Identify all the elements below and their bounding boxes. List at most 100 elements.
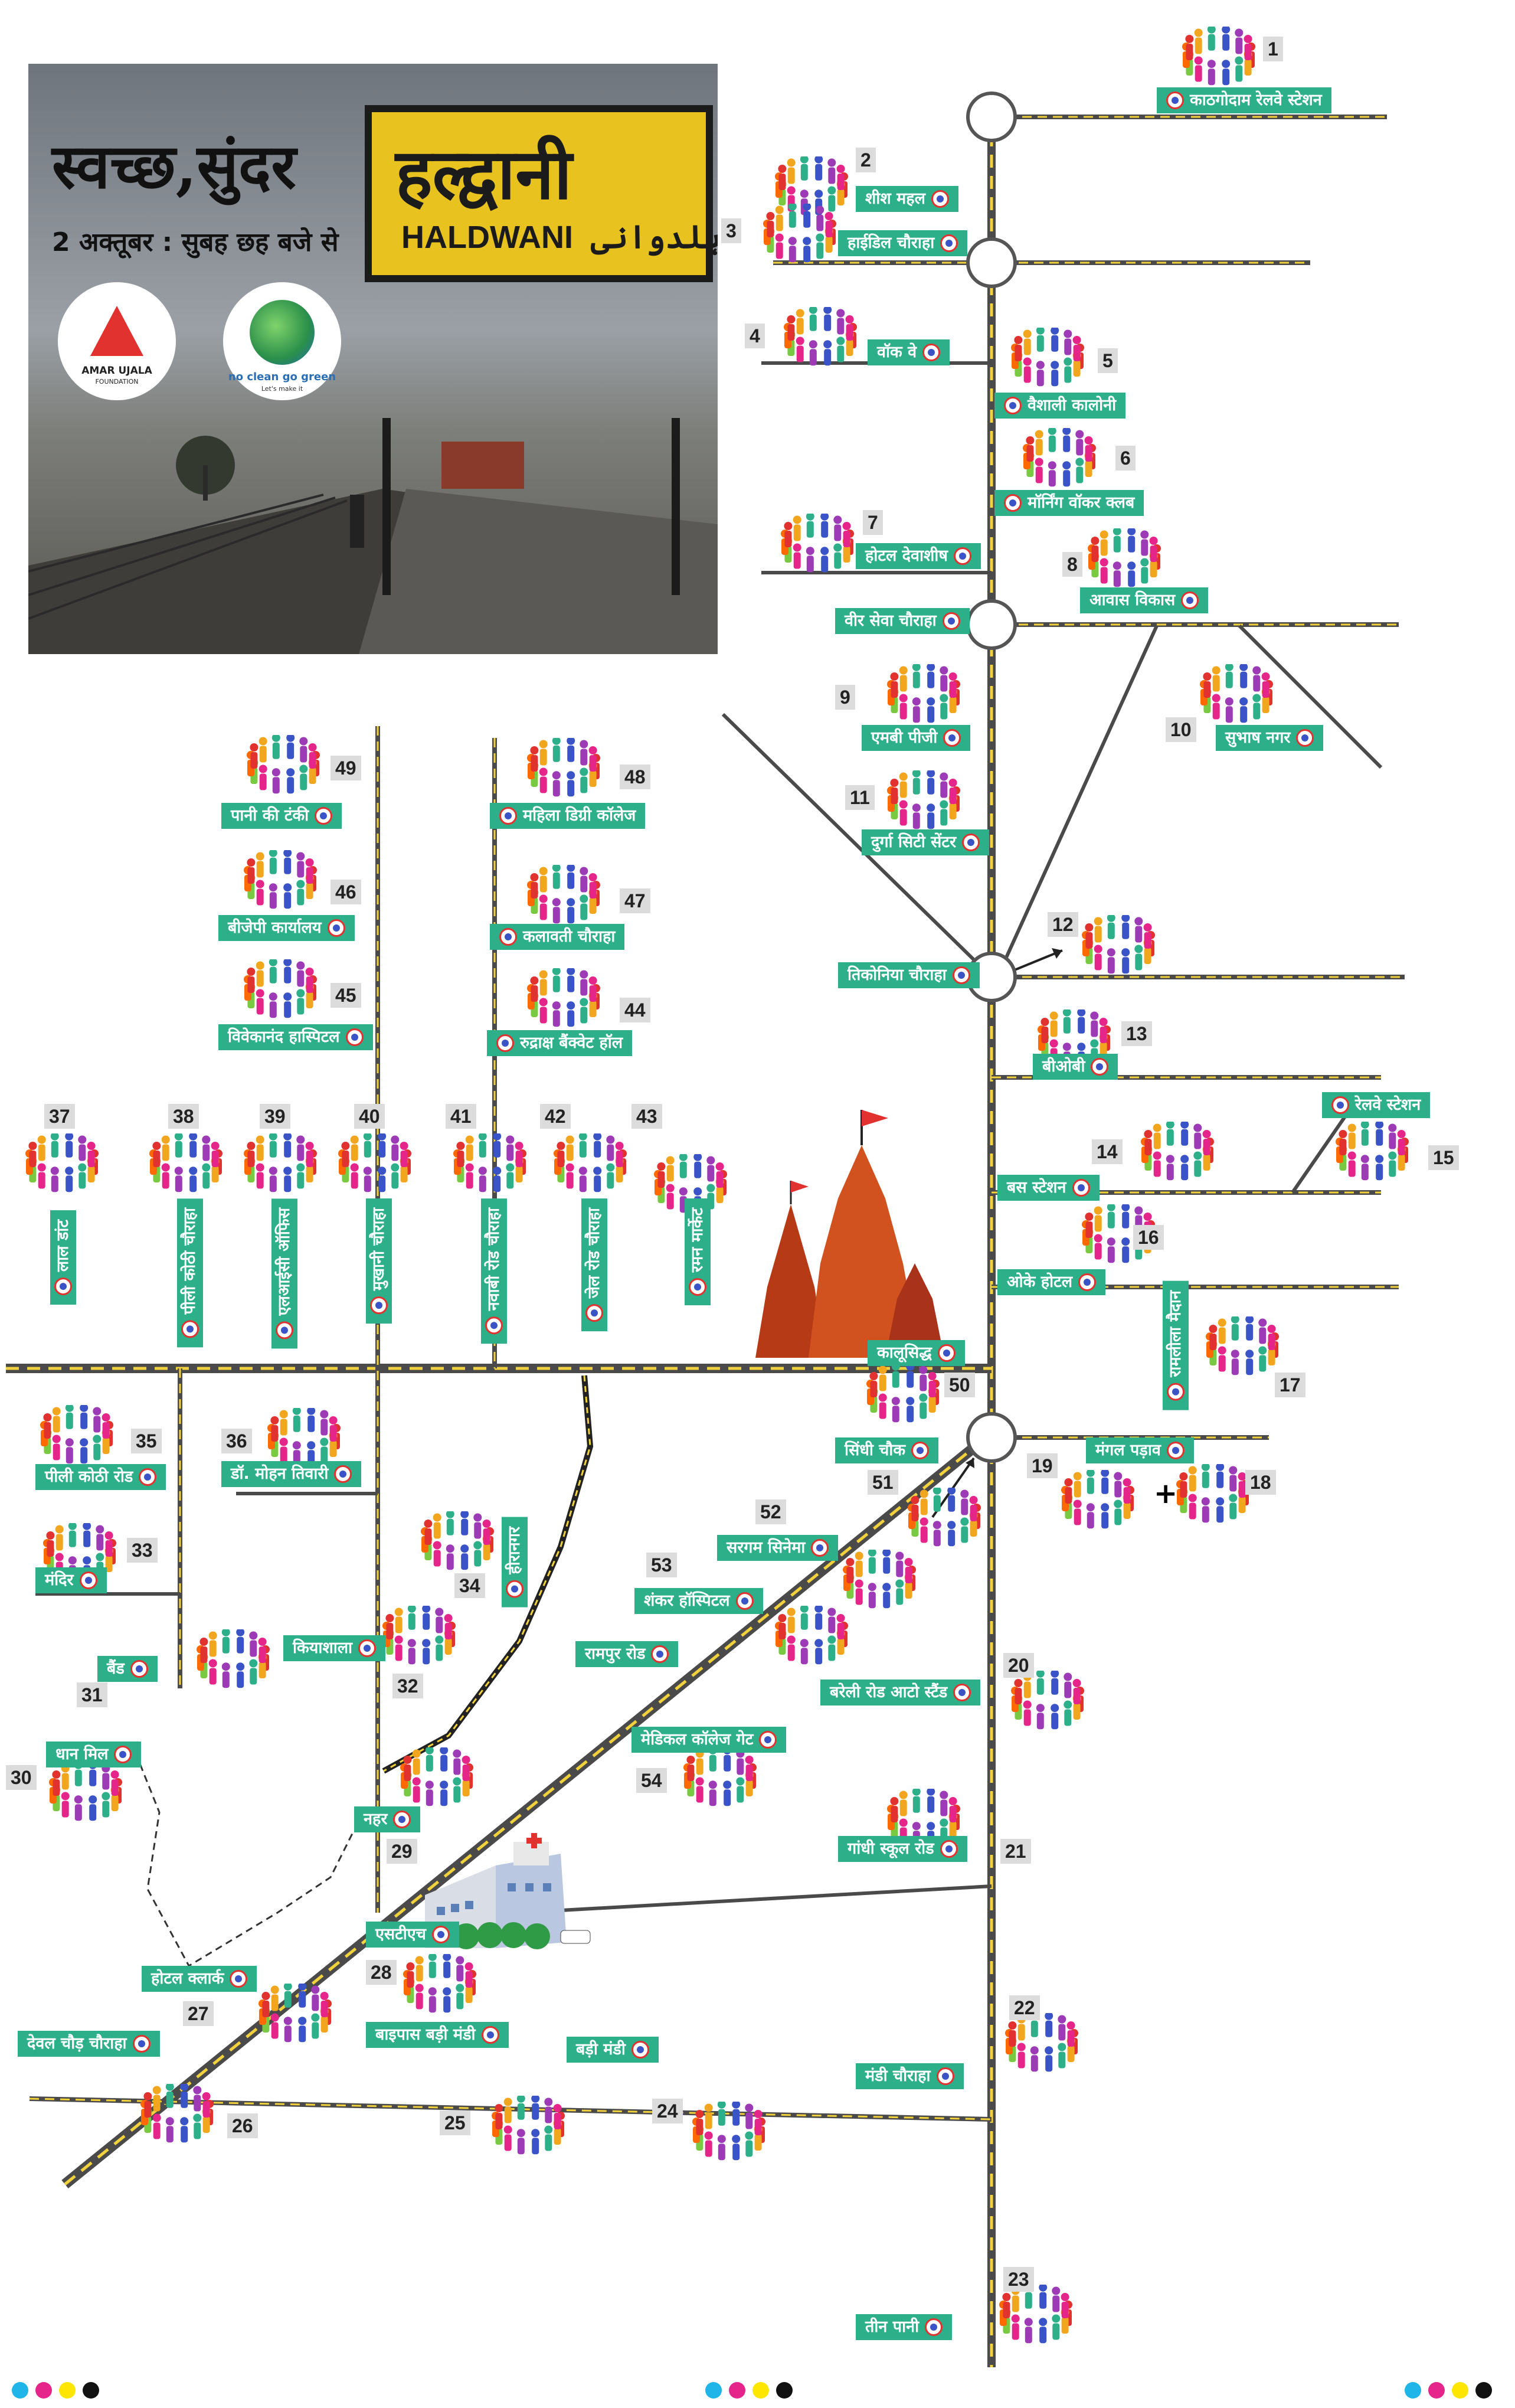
location-pin-icon[interactable] — [114, 1746, 132, 1763]
location-pin-icon[interactable] — [911, 1442, 930, 1459]
location-pin-icon[interactable] — [651, 1645, 669, 1663]
volunteer-crowd-icon — [331, 1132, 419, 1192]
location-pin-icon[interactable] — [370, 1296, 388, 1315]
location-label-39: एलआईसी ऑफिस — [271, 1198, 297, 1349]
location-number-43: 43 — [631, 1104, 662, 1129]
location-pin-icon[interactable] — [334, 1465, 352, 1483]
location-number-10: 10 — [1166, 717, 1196, 742]
location-pin-icon[interactable] — [276, 1321, 293, 1339]
location-pin-icon[interactable] — [54, 1277, 72, 1296]
location-pin-icon[interactable] — [79, 1571, 97, 1589]
volunteer-crowd-icon — [755, 202, 844, 263]
location-number-19: 19 — [1027, 1453, 1058, 1478]
volunteer-crowd-icon — [676, 1746, 764, 1806]
location-pin-icon[interactable] — [735, 1592, 754, 1610]
location-pin-icon[interactable] — [230, 1970, 248, 1988]
location-pin-icon[interactable] — [393, 1811, 411, 1828]
location-label-text: मंगल पड़ाव — [1095, 1441, 1161, 1459]
location-number-18: 18 — [1245, 1470, 1276, 1495]
location-pin-icon[interactable] — [181, 1320, 199, 1338]
location-label-20: बरेली रोड आटो स्टैंड — [820, 1680, 981, 1705]
location-pin-icon[interactable] — [940, 234, 958, 252]
location-pin-icon[interactable] — [431, 1926, 450, 1943]
location-label-18: मंगल पड़ाव — [1086, 1437, 1194, 1463]
location-pin-icon[interactable] — [345, 1028, 364, 1046]
location-label-43: रमन मार्केट — [685, 1198, 711, 1306]
location-pin-icon[interactable] — [1078, 1273, 1097, 1291]
volunteer-crowd-icon — [1198, 1315, 1287, 1375]
location-pin-icon[interactable] — [499, 928, 517, 946]
volunteer-crowd-icon — [133, 2082, 221, 2143]
location-label-text: रुद्राक्ष बैंक्वेट हॉल — [520, 1034, 623, 1052]
location-label-text: तिकोनिया चौराहा — [848, 966, 947, 984]
banner-subline: 2 अक्तूबर : सुबह छह बजे से — [52, 227, 339, 257]
volunteer-crowd-icon — [484, 2094, 572, 2155]
location-pin-icon[interactable] — [952, 966, 970, 984]
location-label-text: ओके होटल — [1007, 1273, 1073, 1291]
location-label-text: होटल देवाशीष — [865, 547, 948, 565]
location-pin-icon[interactable] — [953, 1684, 971, 1701]
location-label-text: पानी की टंकी — [231, 806, 309, 825]
location-pin-icon[interactable] — [1004, 397, 1022, 414]
board-hindi: हल्द्वानी — [395, 133, 572, 215]
location-label-text: एसटीएच — [375, 1925, 426, 1943]
location-pin-icon[interactable] — [1091, 1058, 1109, 1076]
volunteer-crowd-icon — [879, 662, 968, 723]
location-label-text: मॉर्निंग वॉकर क्लब — [1028, 494, 1135, 512]
no-clean-go-green-logo: no clean go green Let's make it — [223, 282, 341, 400]
location-pin-icon[interactable] — [811, 1539, 829, 1557]
location-pin-icon[interactable] — [689, 1278, 706, 1296]
location-pin-icon[interactable] — [943, 729, 961, 747]
location-pin-icon[interactable] — [942, 612, 960, 630]
location-label-7: होटल देवाशीष — [856, 543, 981, 569]
location-pin-icon[interactable] — [1296, 729, 1314, 747]
location-pin-icon[interactable] — [925, 2318, 943, 2336]
location-pin-icon[interactable] — [1331, 1096, 1349, 1114]
location-pin-icon[interactable] — [953, 547, 971, 565]
location-pin-icon[interactable] — [506, 1580, 523, 1598]
location-pin-icon[interactable] — [485, 1316, 503, 1335]
location-pin-icon[interactable] — [922, 344, 941, 361]
location-pin-icon[interactable] — [358, 1639, 377, 1657]
volunteer-crowd-icon — [900, 1486, 989, 1547]
location-number-1: 1 — [1263, 37, 1283, 61]
location-number-31: 31 — [77, 1682, 107, 1707]
location-number-21: 21 — [1000, 1839, 1031, 1864]
volunteer-crowd-icon — [1053, 1468, 1142, 1529]
location-pin-icon[interactable] — [631, 2041, 649, 2059]
volunteer-crowd-icon — [1074, 913, 1163, 974]
location-number-8: 8 — [1062, 552, 1082, 577]
location-pin-icon[interactable] — [937, 1344, 956, 1362]
location-label-text: बीजेपी कार्यालय — [228, 919, 322, 937]
location-label-45: विवेकानंद हास्पिटल — [218, 1024, 373, 1050]
location-pin-icon[interactable] — [931, 190, 949, 208]
location-pin-icon[interactable] — [132, 2035, 150, 2053]
location-pin-icon[interactable] — [1166, 1442, 1184, 1459]
location-pin-icon[interactable] — [1181, 592, 1199, 609]
location-label-text: बरेली रोड आटो स्टैंड — [830, 1683, 948, 1701]
location-pin-icon[interactable] — [1072, 1179, 1090, 1197]
location-pin-icon[interactable] — [315, 807, 333, 825]
location-pin-icon[interactable] — [1166, 92, 1184, 109]
location-pin-icon[interactable] — [499, 807, 517, 825]
location-label-text: रेलवे स्टेशन — [1355, 1096, 1421, 1114]
location-pin-icon[interactable] — [1167, 1383, 1184, 1401]
volunteer-crowd-icon — [1133, 1120, 1222, 1181]
location-pin-icon[interactable] — [936, 2067, 954, 2085]
location-number-32: 32 — [392, 1674, 423, 1698]
location-pin-icon[interactable] — [759, 1731, 777, 1749]
location-pin-icon[interactable] — [130, 1660, 148, 1678]
location-pin-icon[interactable] — [327, 919, 345, 937]
location-pin-icon[interactable] — [496, 1034, 514, 1052]
location-label-text: शंकर हॉस्पिटल — [644, 1592, 730, 1610]
location-pin-icon[interactable] — [139, 1468, 157, 1486]
location-pin-icon[interactable] — [1004, 494, 1022, 512]
location-label-27: होटल क्लार्क — [142, 1966, 257, 1992]
location-pin-icon[interactable] — [962, 834, 980, 851]
location-pin-icon[interactable] — [940, 1840, 958, 1858]
location-number-37: 37 — [44, 1104, 75, 1129]
location-pin-icon[interactable] — [585, 1304, 603, 1322]
volunteer-crowd-icon — [236, 848, 325, 909]
location-number-33: 33 — [127, 1538, 158, 1563]
location-pin-icon[interactable] — [481, 2026, 499, 2044]
